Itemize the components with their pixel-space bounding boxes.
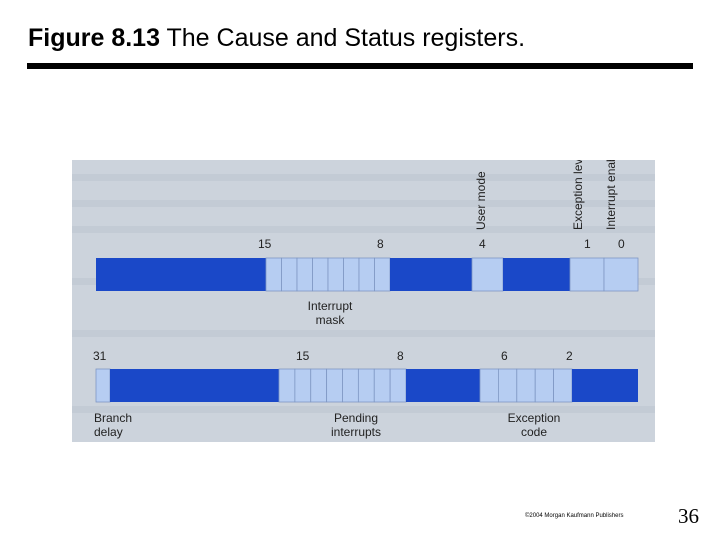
- pending-interrupts-line1: Pending: [316, 411, 396, 425]
- register-bit-cell: [517, 369, 535, 402]
- cause-register: [96, 369, 638, 402]
- exception-code-label: Exception code: [492, 411, 576, 439]
- page-number: 36: [678, 504, 699, 529]
- register-bit-cell: [359, 258, 375, 291]
- pending-interrupts-label: Pending interrupts: [316, 411, 396, 439]
- exception-code-line2: code: [492, 425, 576, 439]
- register-bit-cell: [311, 369, 327, 402]
- branch-delay-line2: delay: [94, 425, 132, 439]
- interrupt-enable-label: Interrupt enable: [605, 160, 618, 230]
- status-bit-4: 4: [479, 237, 486, 251]
- registers-figure: User mode Exception level Interrupt enab…: [72, 160, 655, 442]
- register-bit-cell: [535, 369, 553, 402]
- status-bit-8: 8: [377, 237, 384, 251]
- register-bit-cell: [480, 369, 498, 402]
- register-bit-cell: [266, 258, 282, 291]
- register-field-unused: [390, 258, 472, 291]
- status-bit-15: 15: [258, 237, 271, 251]
- status-bit-1: 1: [584, 237, 591, 251]
- register-bit-cell: [297, 258, 313, 291]
- user-mode-label: User mode: [475, 171, 488, 230]
- interrupt-mask-line2: mask: [290, 313, 370, 327]
- register-bit-cell: [374, 369, 390, 402]
- figure-number: Figure 8.13: [28, 24, 160, 52]
- register-bit-cell: [570, 258, 604, 291]
- title-rule: [27, 63, 693, 69]
- register-bit-cell: [472, 258, 503, 291]
- status-bit-0: 0: [618, 237, 625, 251]
- register-bit-cell: [279, 369, 295, 402]
- register-bit-cell: [343, 369, 359, 402]
- interrupt-mask-line1: Interrupt: [290, 299, 370, 313]
- register-field-unused: [110, 369, 279, 402]
- interrupt-mask-label: Interrupt mask: [290, 299, 370, 327]
- register-bit-cell: [358, 369, 374, 402]
- register-field-unused: [503, 258, 570, 291]
- cause-bit-2: 2: [566, 349, 573, 363]
- cause-bit-6: 6: [501, 349, 508, 363]
- exception-code-line1: Exception: [492, 411, 576, 425]
- register-bit-cell: [554, 369, 572, 402]
- figure-caption: The Cause and Status registers.: [160, 24, 525, 52]
- cause-bit-31: 31: [93, 349, 106, 363]
- register-bit-cell: [327, 369, 343, 402]
- cause-bit-8: 8: [397, 349, 404, 363]
- register-bit-cell: [344, 258, 360, 291]
- register-bit-cell: [390, 369, 406, 402]
- register-bit-cell: [96, 369, 110, 402]
- exception-level-label: Exception level: [572, 160, 585, 230]
- register-bit-cell: [282, 258, 298, 291]
- footer-credit: ©2004 Morgan Kaufmann Publishers: [525, 513, 623, 519]
- slide-title: Figure 8.13 The Cause and Status registe…: [28, 24, 525, 53]
- register-bit-cell: [328, 258, 344, 291]
- register-bit-cell: [375, 258, 391, 291]
- cause-bit-15: 15: [296, 349, 309, 363]
- register-field-unused: [96, 258, 266, 291]
- register-bit-cell: [604, 258, 638, 291]
- register-field-unused: [572, 369, 638, 402]
- register-bit-cell: [498, 369, 516, 402]
- pending-interrupts-line2: interrupts: [316, 425, 396, 439]
- register-bit-cell: [295, 369, 311, 402]
- register-field-unused: [406, 369, 480, 402]
- branch-delay-label: Branch delay: [94, 411, 132, 439]
- register-bit-cell: [313, 258, 329, 291]
- status-register: [96, 258, 638, 291]
- branch-delay-line1: Branch: [94, 411, 132, 425]
